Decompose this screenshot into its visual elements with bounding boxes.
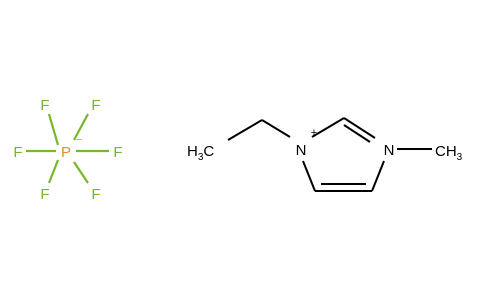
bond-p-f-lower-left [47, 159, 60, 184]
bond-n1-c2 [311, 117, 345, 138]
bond-c4-n3 [371, 160, 385, 192]
bond-ch2-n1 [261, 119, 291, 138]
fluorine-atom-right: F [113, 144, 122, 161]
phosphorus-atom: P [61, 144, 71, 161]
ethyl-ch3-h: H [187, 143, 198, 160]
bond-c2-n3-inner [343, 124, 371, 143]
n1-positive-charge: + [311, 127, 317, 139]
methyl-ch3-label: CH3 [435, 143, 463, 163]
fluorine-atom-upper-left: F [40, 97, 49, 114]
ethyl-ch3-label: H3C [187, 143, 214, 163]
bond-p-f-upper-right [73, 113, 89, 141]
ethylmethylimidazolium-cation: N + N H3C CH3 [187, 117, 463, 192]
methyl-ch3-subscript: 3 [457, 152, 463, 163]
ethyl-ch3-subscript: 3 [198, 152, 204, 163]
n3-atom: N [384, 142, 395, 159]
bond-ch3-ch2 [227, 119, 263, 141]
fluorine-atom-lower-left: F [40, 186, 49, 203]
p-f-bonds [26, 113, 109, 184]
hexafluorophosphate-anion: F F F F F F P − [13, 97, 122, 203]
bond-p-f-lower-right [73, 161, 89, 184]
methyl-ch3-ch: CH [435, 143, 457, 160]
fluorine-atom-lower-right: F [91, 186, 100, 203]
cation-bonds [227, 117, 432, 192]
bond-c2-n3 [343, 117, 376, 139]
bond-n1-c5 [302, 160, 316, 192]
fluorine-atom-left: F [13, 144, 22, 161]
ethyl-ch3-c: C [203, 143, 214, 160]
n1-atom: N [296, 142, 307, 159]
phosphorus-negative-charge: − [76, 134, 82, 146]
bond-p-f-upper-left [47, 113, 60, 146]
fluorine-atom-upper-right: F [91, 97, 100, 114]
